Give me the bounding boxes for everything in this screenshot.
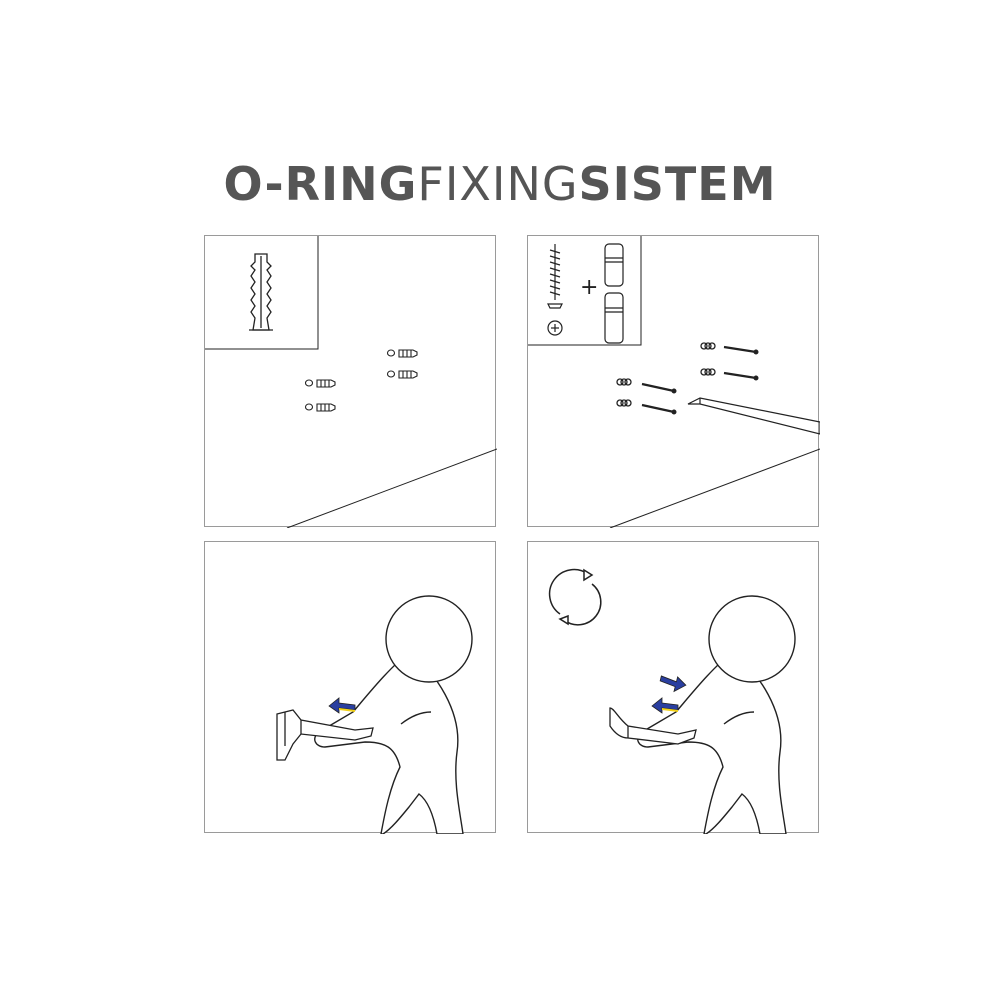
arrow-down-right-icon [659,675,687,693]
screw-sets-group [616,342,759,415]
towel-bar [276,709,374,761]
title-part-sistem: SISTEM [578,157,777,211]
towel-bar [609,707,697,745]
inset-frame [205,236,319,350]
step-2-illustration: + [528,236,820,528]
inset-frame [528,236,642,346]
step-4-illustration [548,568,796,834]
step-3-illustration [276,595,473,834]
floor-line [609,448,820,528]
step-2-panel: + [527,235,820,528]
screwdriver-icon [687,397,820,435]
step-1-illustration [205,236,497,528]
oring-spacer-icon [604,243,624,344]
page-title: O-RINGFIXINGSISTEM [0,152,1000,216]
step-1-panel [204,235,497,528]
arrow-left-icon [328,697,356,714]
person-figure [637,595,796,834]
step-3-panel [204,541,496,834]
wall-plugs-group [304,349,418,412]
step-4-panel [527,541,819,834]
rotate-icon [548,568,602,626]
arrow-left-icon [651,697,679,714]
person-figure [314,595,473,834]
title-part-oring: O-RING [223,157,418,211]
wall-plug-icon [249,253,273,331]
plus-sign: + [580,275,598,300]
screw-icon [547,244,563,336]
title-part-fixing: FIXING [417,157,579,211]
floor-line [286,448,497,528]
